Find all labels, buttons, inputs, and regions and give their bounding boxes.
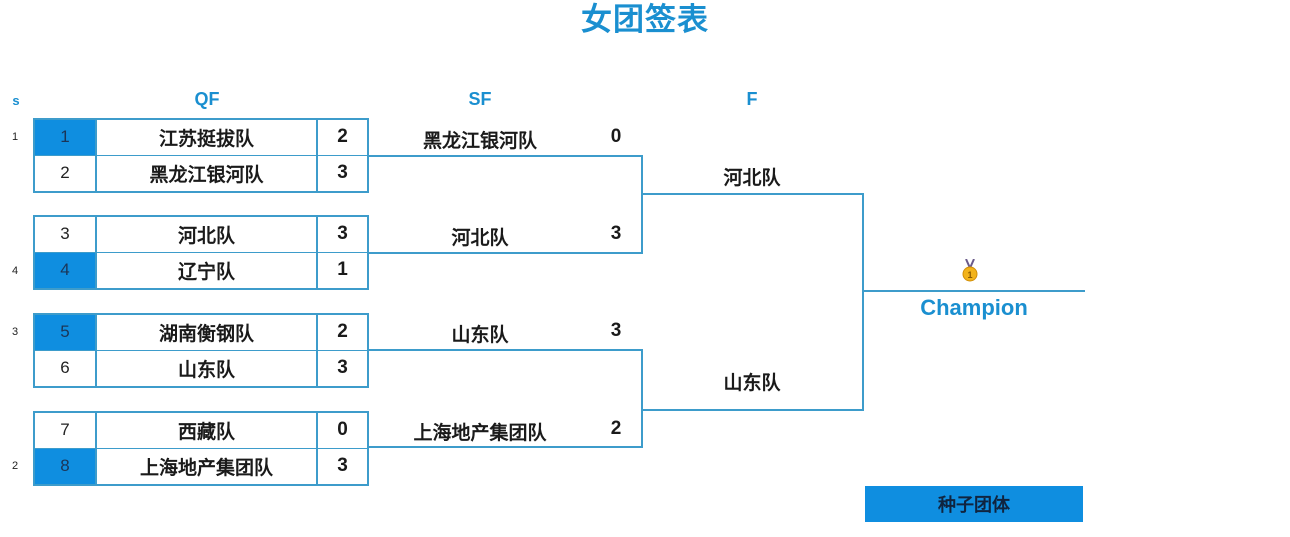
- draw-position: 7: [35, 413, 97, 448]
- team-name: 江苏挺拔队: [97, 120, 318, 155]
- seed-rank-label: 1: [11, 131, 19, 143]
- qf-match-1: 1 江苏挺拔队 2 2 黑龙江银河队 3: [33, 118, 369, 193]
- draw-position: 2: [35, 155, 97, 191]
- team-score: 1: [337, 259, 348, 281]
- qf-entry: 6 山东队 3: [35, 350, 367, 386]
- team-score: 2: [337, 126, 348, 148]
- bracket-line: [641, 155, 643, 254]
- sf-team-name: 河北队: [451, 228, 509, 249]
- qf-entry: 8 上海地产集团队 3: [35, 448, 367, 484]
- seeded-team-legend: 种子团体: [865, 486, 1083, 522]
- qf-entry: 4 辽宁队 1: [35, 252, 367, 288]
- draw-position: 4: [35, 252, 97, 288]
- qf-match-3: 5 湖南衡钢队 2 6 山东队 3: [33, 313, 369, 388]
- team-name: 山东队: [97, 350, 318, 386]
- gold-medal-icon: 1: [960, 258, 980, 283]
- bracket-line: [369, 155, 643, 157]
- page-title: 女团签表: [581, 2, 709, 37]
- team-name: 辽宁队: [97, 252, 318, 288]
- team-name: 西藏队: [97, 413, 318, 448]
- team-score: 3: [337, 162, 348, 184]
- sf-team-score: 0: [610, 126, 622, 147]
- draw-position: 8: [35, 448, 97, 484]
- team-name: 上海地产集团队: [97, 448, 318, 484]
- sf-team-score: 3: [610, 223, 622, 244]
- team-name: 湖南衡钢队: [97, 315, 318, 350]
- bracket-line: [369, 252, 643, 254]
- sf-team-name: 山东队: [451, 325, 509, 346]
- bracket-line: [641, 193, 864, 195]
- team-score: 3: [337, 357, 348, 379]
- qf-entry: 3 河北队 3: [35, 217, 367, 253]
- bracket-line: [641, 349, 643, 448]
- team-score: 2: [337, 321, 348, 343]
- draw-position: 5: [35, 315, 97, 350]
- seed-rank-label: 3: [11, 326, 19, 338]
- header-final: F: [746, 89, 758, 109]
- team-score: 3: [337, 455, 348, 477]
- qf-entry: 5 湖南衡钢队 2: [35, 315, 367, 351]
- sf-team-score: 2: [610, 418, 622, 439]
- seed-rank-label: 2: [11, 460, 19, 472]
- team-score: 3: [337, 223, 348, 245]
- seed-rank-label: 4: [11, 265, 19, 277]
- champion-label: Champion: [920, 295, 1028, 320]
- final-team-name: 河北队: [723, 168, 781, 189]
- qf-entry: 1 江苏挺拔队 2: [35, 120, 367, 156]
- draw-position: 1: [35, 120, 97, 155]
- header-quarterfinal: QF: [194, 89, 220, 109]
- qf-entry: 7 西藏队 0: [35, 413, 367, 449]
- final-team-name: 山东队: [723, 373, 781, 394]
- qf-entry: 2 黑龙江银河队 3: [35, 155, 367, 191]
- sf-team-score: 3: [610, 320, 622, 341]
- bracket-line: [862, 193, 864, 411]
- svg-text:1: 1: [967, 270, 972, 280]
- draw-position: 6: [35, 350, 97, 386]
- sf-team-name: 上海地产集团队: [413, 423, 547, 444]
- qf-match-4: 7 西藏队 0 8 上海地产集团队 3: [33, 411, 369, 486]
- qf-match-2: 3 河北队 3 4 辽宁队 1: [33, 215, 369, 290]
- bracket-line: [369, 349, 643, 351]
- team-name: 黑龙江银河队: [97, 155, 318, 191]
- champion-line: [862, 290, 1085, 292]
- draw-position: 3: [35, 217, 97, 252]
- bracket-line: [641, 409, 864, 411]
- team-score: 0: [337, 419, 348, 441]
- header-semifinal: SF: [468, 89, 492, 109]
- team-name: 河北队: [97, 217, 318, 252]
- sf-team-name: 黑龙江银河队: [422, 131, 537, 152]
- bracket-line: [369, 446, 643, 448]
- header-seed: s: [12, 93, 20, 108]
